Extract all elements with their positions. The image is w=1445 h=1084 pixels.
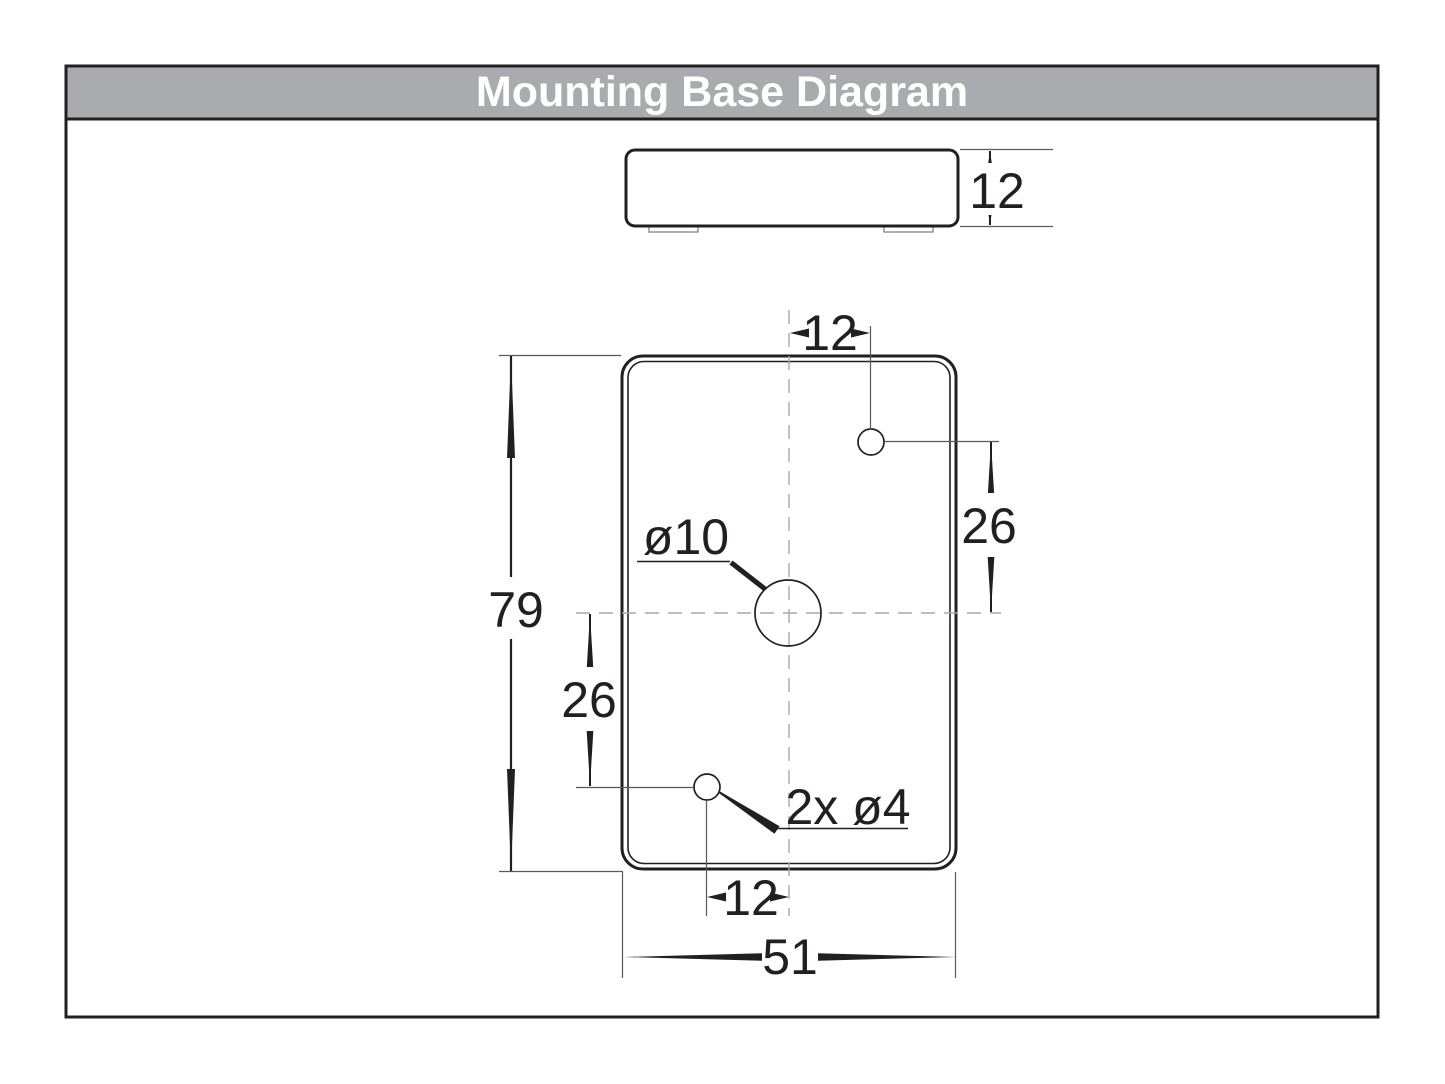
dim-top-hole-x-offset: 12 (790, 305, 872, 430)
dim-top-offset-label: 12 (802, 305, 858, 361)
dim-top-hole-y-spacing: 26 (885, 440, 1020, 612)
mount-holes-label: 2x ø4 (785, 779, 910, 835)
dim-lower-spacing-label: 26 (561, 672, 617, 728)
arrow-down (987, 554, 995, 612)
dim-plate-width-label: 51 (762, 929, 818, 985)
arrow-left (790, 328, 809, 338)
side-view-body (624, 148, 960, 228)
plan-view (576, 310, 1001, 916)
arrow-left (707, 892, 726, 902)
dim-upper-spacing-label: 26 (961, 498, 1017, 554)
label-backing (960, 493, 1020, 557)
arrow-down (586, 728, 594, 786)
dim-side-thickness: 12 (960, 148, 1053, 228)
callout-mount-holes: 2x ø4 (718, 779, 911, 835)
dim-plate-width: 51 (621, 872, 957, 985)
dim-side-thickness-label: 12 (969, 163, 1025, 219)
center-hole-label: ø10 (643, 509, 729, 565)
dim-plate-height: 79 (484, 354, 623, 873)
title-bar: Mounting Base Diagram (64, 64, 1380, 121)
arrow-right (818, 953, 956, 961)
label-backing (969, 163, 1025, 215)
title-bar-background (64, 64, 1380, 121)
arrow-up (987, 442, 995, 500)
dim-bottom-hole-y-spacing: 26 (559, 614, 693, 789)
dim-plate-height-label: 79 (488, 582, 544, 638)
callout-center-hole: ø10 (637, 509, 767, 591)
arrow-down (507, 769, 515, 871)
label-backing (484, 577, 546, 639)
dim-bottom-hole-x-offset: 12 (705, 801, 789, 926)
page-title: Mounting Base Diagram (476, 68, 968, 116)
arrow-up (586, 614, 594, 672)
label-backing (559, 667, 619, 731)
arrow-right (770, 892, 789, 902)
arrow-right (851, 328, 870, 338)
leader-arrow (718, 791, 780, 834)
center-hole (754, 579, 822, 647)
dim-bottom-offset-label: 12 (723, 870, 779, 926)
side-view (624, 148, 960, 233)
bottom-mount-hole (693, 773, 721, 801)
leader-arrow (729, 560, 767, 591)
arrow-left (624, 953, 762, 961)
arrow-up (507, 356, 515, 458)
